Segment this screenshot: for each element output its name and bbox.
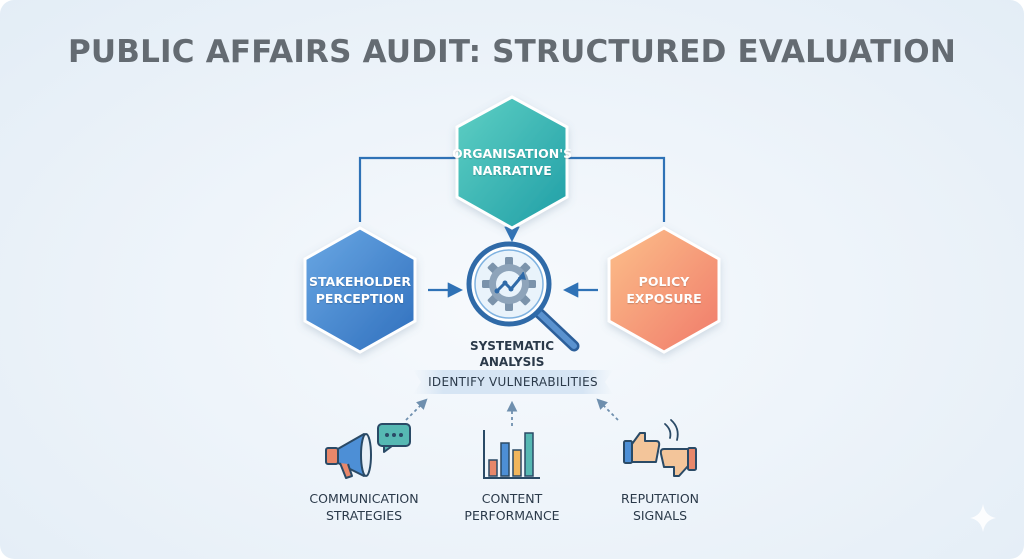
- stakeholder-hexagon: [303, 226, 417, 354]
- magnifier-gear-icon: [466, 241, 580, 352]
- reputation-label: REPUTATION SIGNALS: [620, 491, 700, 523]
- bar-chart-icon: [483, 430, 540, 479]
- thumbs-icon: [623, 419, 697, 477]
- vulnerabilities-banner: [413, 370, 613, 394]
- vulnerabilities-label: IDENTIFY VULNERABILITIES: [428, 375, 598, 389]
- policy-label: POLICY EXPOSURE: [626, 274, 702, 306]
- communication-label: COMMUNICATION STRATEGIES: [309, 491, 419, 523]
- arrow-reputation-vuln: [596, 398, 619, 421]
- arrow-communication-vuln: [405, 398, 428, 421]
- megaphone-icon: [325, 423, 411, 479]
- narrative-hexagon: [455, 95, 569, 230]
- content-label: CONTENT PERFORMANCE: [464, 491, 560, 523]
- center-label: SYSTEMATIC ANALYSIS: [469, 339, 555, 369]
- connector-narrative-stakeholder: [358, 156, 462, 222]
- page-title: PUBLIC AFFAIRS AUDIT: STRUCTURED EVALUAT…: [67, 34, 956, 70]
- connector-narrative-policy: [566, 156, 666, 222]
- narrative-label: ORGANISATION'S NARRATIVE: [452, 146, 573, 178]
- policy-hexagon: [607, 226, 721, 354]
- stakeholder-label: STAKEHOLDER PERCEPTION: [308, 274, 412, 306]
- sparkle-icon: [970, 504, 996, 532]
